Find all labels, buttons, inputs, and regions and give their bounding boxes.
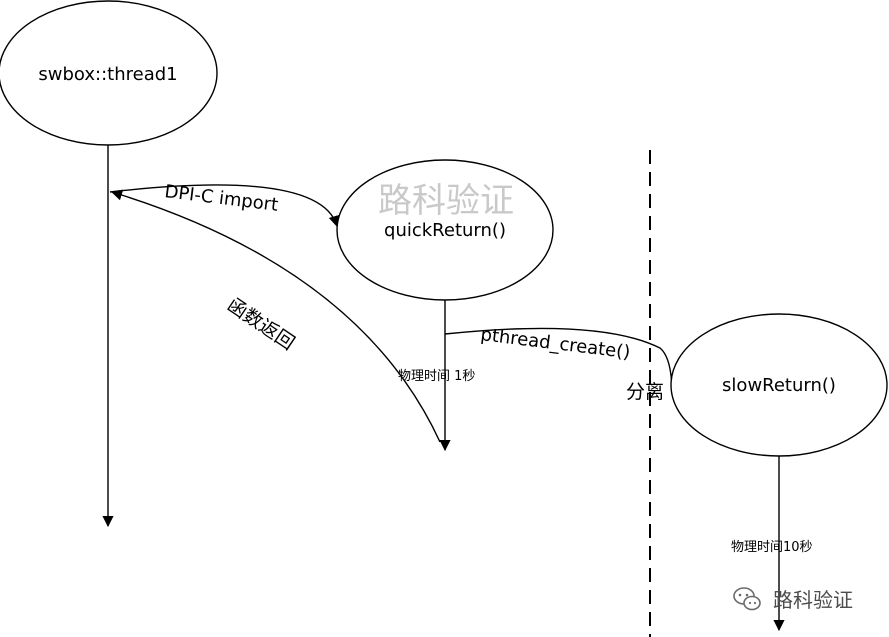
pthread-create-curve [444,327,673,395]
brand-name: 路科验证 [773,588,853,612]
quick-duration-label: 物理时间 1秒 [398,369,475,384]
brand-badge: 路科验证 [733,587,853,612]
pthread-create-label: pthread_create() [479,324,631,363]
thread1-node: swbox::thread1 [0,0,218,146]
quick-return-label: quickReturn() [384,220,506,241]
slow-return-label: slowReturn() [722,375,836,396]
dpi-import-label: DPI-C import [163,181,279,216]
slow-return-node: slowReturn() [670,313,888,457]
slow-duration-label: 物理时间10秒 [731,540,813,555]
func-return-label: 函数返回 [223,294,298,355]
dpi-import-arrow [109,184,340,228]
wechat-icon [733,587,761,611]
watermark-text: 路科验证 [378,181,514,221]
func-return-arrow [110,189,441,443]
thread1-label: swbox::thread1 [38,64,177,85]
detach-label: 分离 [626,381,664,403]
